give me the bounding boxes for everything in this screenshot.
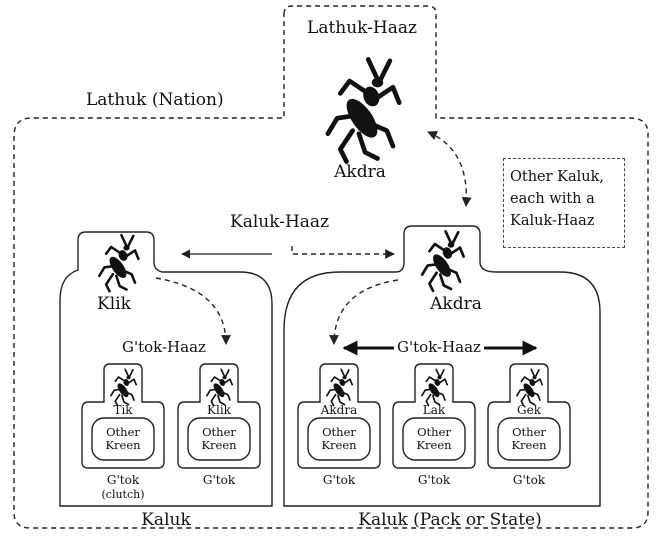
right-kaluk-label: Kaluk (Pack or State) xyxy=(358,510,542,530)
other-kreen-line: Kreen xyxy=(105,438,141,452)
right-gtok-haaz-label: G'tok-Haaz xyxy=(394,340,484,355)
left-kaluk-label: Kaluk xyxy=(141,510,191,530)
gtok-caption: G'tok xyxy=(322,473,356,487)
gtok-caption: G'tok xyxy=(202,473,236,487)
gtok-box-akdra xyxy=(297,363,381,469)
left-leader-name: Klik xyxy=(97,294,131,314)
gtok-box-tik xyxy=(81,363,165,469)
other-kreen-line: Other xyxy=(417,425,451,439)
left-kaluk-boundary xyxy=(59,231,273,507)
other-kreen-line: Kreen xyxy=(201,438,237,452)
gtok-box-lak xyxy=(392,363,476,469)
other-kaluk-note: Other Kaluk, each with a Kaluk-Haaz xyxy=(503,158,625,248)
nation-boundary xyxy=(13,5,649,529)
other-kreen-line: Other xyxy=(512,425,546,439)
other-kreen: Other Kreen xyxy=(413,426,455,452)
mantis-icon xyxy=(420,230,465,293)
other-kreen-line: Other xyxy=(322,425,356,439)
mantis-icon xyxy=(98,233,140,293)
gtok-box-gek xyxy=(487,363,571,469)
other-kreen-line: Kreen xyxy=(511,438,547,452)
note-line: each with a xyxy=(510,191,595,207)
other-kreen-line: Other xyxy=(202,425,236,439)
nation-label: Lathuk (Nation) xyxy=(86,90,224,110)
left-gtok-haaz-label: G'tok-Haaz xyxy=(122,338,206,356)
lathuk-haaz-title: Lathuk-Haaz xyxy=(307,18,417,38)
other-kreen: Other Kreen xyxy=(318,426,360,452)
kaluk-haaz-label: Kaluk-Haaz xyxy=(230,212,330,232)
gtok-name: Gek xyxy=(517,403,541,417)
arrow-top-to-right xyxy=(427,130,472,207)
gtok-subcaption: (clutch) xyxy=(101,488,145,501)
other-kreen: Other Kreen xyxy=(102,426,144,452)
mantis-icon xyxy=(328,59,399,161)
other-kreen-line: Other xyxy=(106,425,140,439)
other-kreen: Other Kreen xyxy=(198,426,240,452)
gtok-name: Tik xyxy=(113,403,133,417)
gtok-caption: G'tok xyxy=(417,473,451,487)
other-kreen-line: Kreen xyxy=(321,438,357,452)
top-leader-name: Akdra xyxy=(334,162,386,182)
gtok-name: Akdra xyxy=(320,403,358,417)
gtok-caption: G'tok xyxy=(106,473,140,487)
arrow-kaluk-haaz-right xyxy=(291,246,395,259)
arrow-klik-to-gtok xyxy=(155,277,231,345)
right-kaluk-boundary xyxy=(283,225,601,507)
gtok-name: Lak xyxy=(422,403,446,417)
note-line: Kaluk-Haaz xyxy=(510,213,595,229)
gtok-caption: G'tok xyxy=(512,473,546,487)
other-kreen-line: Kreen xyxy=(416,438,452,452)
gtok-box-klik xyxy=(177,363,261,469)
right-leader-name: Akdra xyxy=(430,294,482,314)
gtok-name: Klik xyxy=(207,403,231,417)
note-line: Other Kaluk, xyxy=(510,169,605,185)
arrow-akdra-to-gtok xyxy=(329,279,399,345)
other-kreen: Other Kreen xyxy=(508,426,550,452)
